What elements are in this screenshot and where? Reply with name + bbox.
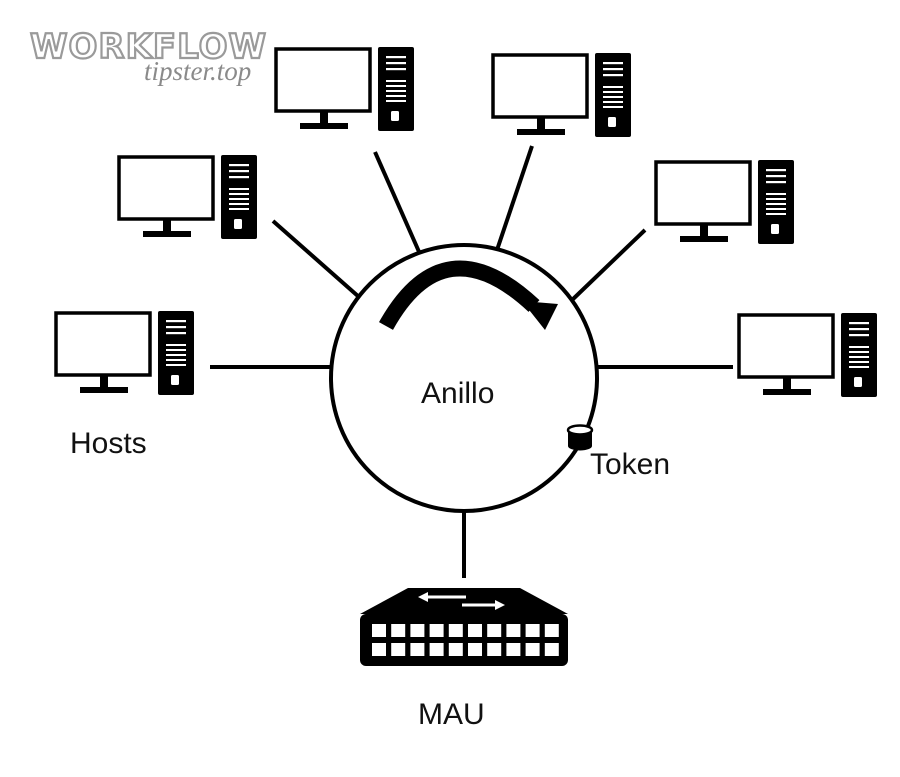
computer-icon [117, 153, 259, 241]
switch-port [372, 643, 386, 656]
rotation-arrow-icon [379, 260, 558, 330]
token-icon [566, 424, 594, 451]
ring-label: Anillo [421, 377, 494, 410]
watermark-sub-text: tipster.top [144, 56, 251, 86]
switch-port [468, 624, 482, 637]
switch-port [544, 624, 559, 637]
hosts-label: Hosts [70, 427, 147, 460]
network-switch-icon [360, 588, 568, 666]
computer-icon [737, 311, 879, 399]
watermark-main-text: WORKFLOW [30, 27, 267, 67]
link-host-upper-right [569, 228, 647, 303]
mau-label: MAU [418, 698, 485, 731]
switch-port [429, 624, 444, 637]
token-label: Token [590, 448, 670, 481]
switch-port [391, 643, 406, 656]
switch-port [525, 624, 540, 637]
computer-icon [274, 45, 416, 133]
switch-port [468, 643, 482, 656]
link-host-upper-left [271, 219, 361, 299]
watermark-logo: WORKFLOW tipster.top [29, 26, 267, 86]
switch-port [506, 643, 521, 656]
switch-port [448, 624, 463, 637]
computer-icon [54, 309, 196, 397]
switch-port [525, 643, 540, 656]
computer-icon [654, 158, 796, 246]
switch-port [429, 643, 444, 656]
link-host-top-right [495, 145, 534, 251]
switch-port [410, 643, 425, 656]
switch-port [448, 643, 463, 656]
switch-port [487, 643, 502, 656]
switch-port [544, 643, 559, 656]
switch-port [372, 624, 386, 637]
link-host-top-left [373, 151, 422, 255]
switch-port [506, 624, 521, 637]
switch-port [410, 624, 425, 637]
switch-port [487, 624, 502, 637]
connection-lines [210, 145, 733, 578]
switch-port [391, 624, 406, 637]
computer-icon [491, 51, 633, 139]
